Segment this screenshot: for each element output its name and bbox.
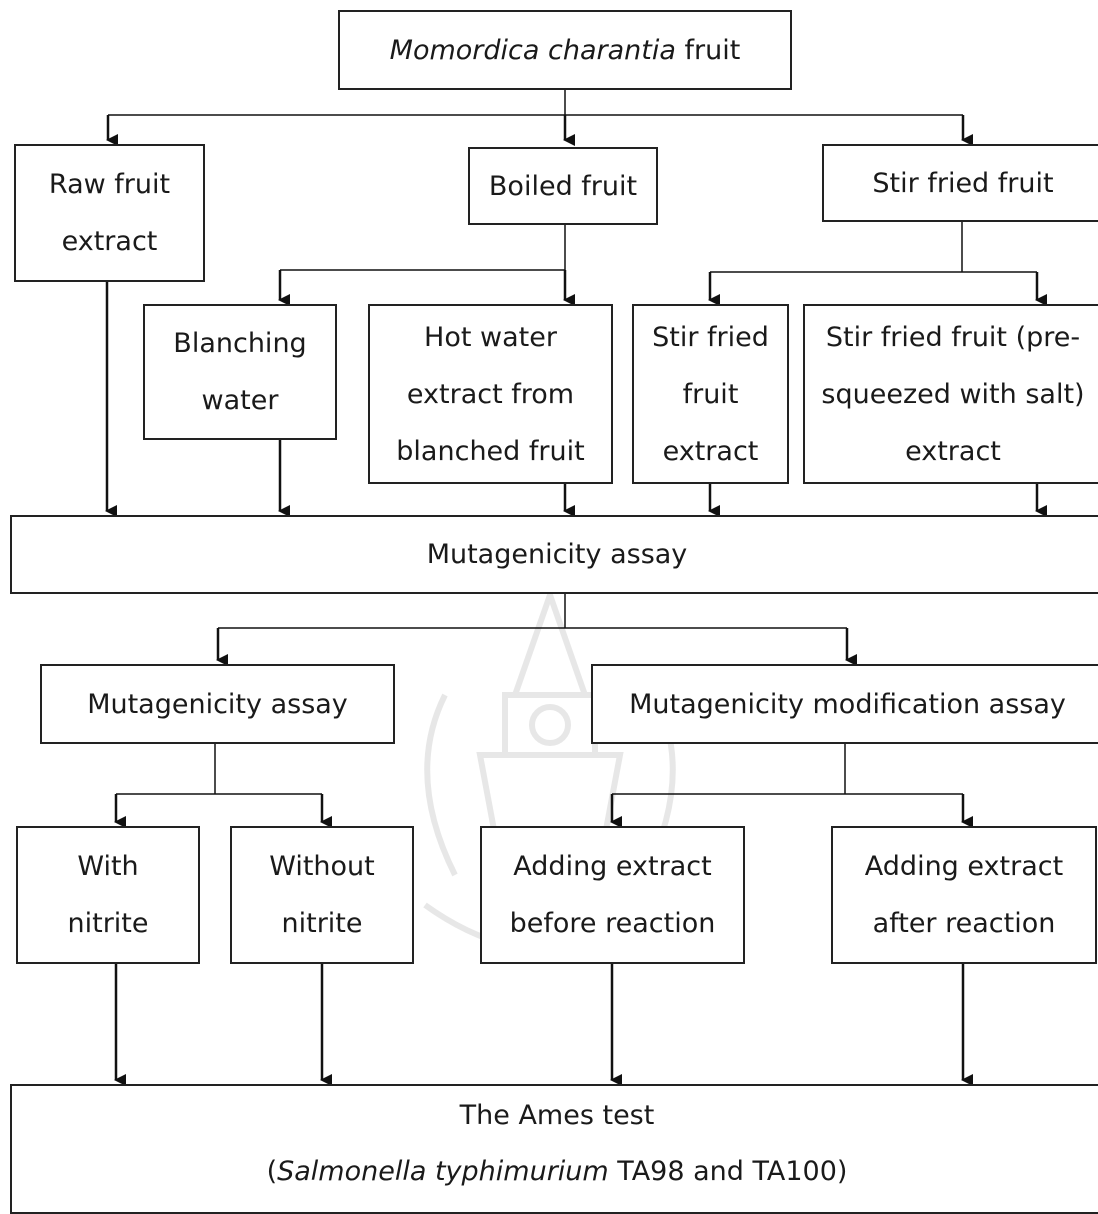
modification-box: Mutagenicity modification assay: [591, 664, 1098, 744]
blanching-box: Blanching water: [143, 304, 337, 440]
after-reaction-label: Adding extract after reaction: [864, 851, 1064, 939]
raw-box: Raw fruit extract: [14, 144, 205, 282]
mutagenicity-sub-label: Mutagenicity assay: [87, 688, 348, 720]
ames-sub-rest: TA98 and TA100): [608, 1156, 848, 1187]
stirfried-label: Stir fried fruit: [872, 167, 1054, 199]
mutagenicity-sub-box: Mutagenicity assay: [40, 664, 395, 744]
hotwater-box: Hot water extract from blanched fruit: [368, 304, 613, 484]
hotwater-label: Hot water extract from blanched fruit: [396, 321, 585, 467]
ames-subtitle: (Salmonella typhimurium TA98 and TA100): [267, 1144, 848, 1200]
ames-box: The Ames test (Salmonella typhimurium TA…: [10, 1084, 1098, 1214]
blanching-label: Blanching water: [173, 328, 307, 416]
stirextract-label: Stir fried fruit extract: [652, 321, 769, 467]
stirsalt-label: Stir fried fruit (pre-squeezed with salt…: [821, 321, 1085, 467]
ames-sub-open: (: [266, 1156, 278, 1187]
without-nitrite-label: Without nitrite: [269, 851, 375, 939]
mutagenicity-main-label: Mutagenicity assay: [426, 539, 688, 570]
with-nitrite-box: With nitrite: [16, 826, 200, 964]
mutagenicity-main-box: Mutagenicity assay: [10, 515, 1098, 594]
ames-title: The Ames test: [459, 1100, 655, 1131]
stirextract-box: Stir fried fruit extract: [632, 304, 789, 484]
raw-label: Raw fruit extract: [48, 169, 171, 257]
without-nitrite-box: Without nitrite: [230, 826, 414, 964]
modification-label: Mutagenicity modification assay: [629, 688, 1066, 720]
before-reaction-box: Adding extract before reaction: [480, 826, 745, 964]
stirsalt-box: Stir fried fruit (pre-squeezed with salt…: [803, 304, 1098, 484]
boiled-box: Boiled fruit: [468, 147, 658, 225]
after-reaction-box: Adding extract after reaction: [831, 826, 1097, 964]
root-italic: Momordica charantia: [389, 34, 676, 66]
root-rest: fruit: [675, 34, 741, 66]
before-reaction-label: Adding extract before reaction: [509, 851, 716, 939]
ames-sub-italic: Salmonella typhimurium: [277, 1156, 609, 1187]
boiled-label: Boiled fruit: [488, 170, 638, 202]
root-box: Momordica charantia fruit: [338, 10, 792, 90]
stirfried-box: Stir fried fruit: [822, 144, 1098, 222]
with-nitrite-label: With nitrite: [67, 851, 149, 939]
